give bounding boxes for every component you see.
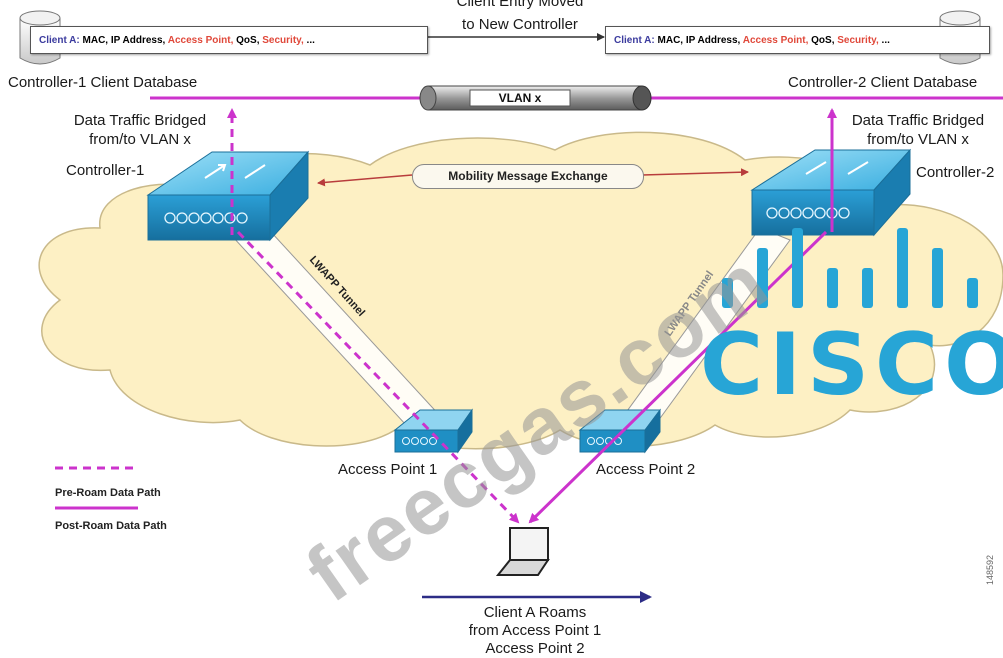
figure-id: 148592 — [985, 554, 995, 585]
post-roam-path — [528, 230, 828, 524]
legend-pre-roam-label: Pre-Roam Data Path — [55, 487, 161, 499]
vlan-pipe — [419, 85, 652, 111]
db-ellipsis: ... — [881, 35, 890, 46]
roam-caption-line3: Access Point 2 — [485, 640, 585, 657]
db-access-point: Access Point, — [742, 35, 809, 46]
db-fields: MAC, IP Address, — [82, 35, 166, 46]
bridged-left-line2: from/to VLAN x — [89, 131, 191, 148]
bridged-right-line1: Data Traffic Bridged — [851, 112, 985, 129]
db-ellipsis: ... — [306, 35, 315, 46]
vlan-label: VLAN x — [498, 91, 542, 105]
mobility-exchange-label: Mobility Message Exchange — [412, 164, 644, 189]
controller2-db-entry: Client A: MAC, IP Address, Access Point,… — [605, 26, 990, 54]
db-qos: QoS, — [236, 35, 260, 46]
bridged-right-line2: from/to VLAN x — [867, 131, 969, 148]
controller1-label: Controller-1 — [66, 162, 145, 179]
access-point-icon — [393, 408, 473, 454]
db-access-point: Access Point, — [167, 35, 234, 46]
roam-caption-line1: Client A Roams — [483, 604, 587, 621]
controller-switch-icon — [146, 150, 310, 242]
db-client: Client A: — [614, 35, 655, 46]
db-security: Security, — [262, 35, 304, 46]
db-security: Security, — [837, 35, 879, 46]
bridged-left-line1: Data Traffic Bridged — [73, 112, 207, 129]
cisco-logo-bars — [722, 228, 978, 308]
roam-caption-line2: from Access Point 1 — [468, 622, 602, 639]
db-fields: MAC, IP Address, — [657, 35, 741, 46]
db-qos: QoS, — [811, 35, 835, 46]
cisco-logo-text: CISCO — [700, 315, 1003, 415]
mobility-arrow-right — [641, 168, 749, 177]
legend-post-roam-label: Post-Roam Data Path — [55, 520, 167, 532]
db-client: Client A: — [39, 35, 80, 46]
laptop-icon — [495, 527, 550, 576]
controller2-db-title: Controller-2 Client Database — [788, 74, 978, 91]
controller1-db-title: Controller-1 Client Database — [8, 74, 198, 91]
access-point-2-label: Access Point 2 — [596, 461, 696, 478]
controller2-label: Controller-2 — [916, 164, 995, 181]
access-point-1-label: Access Point 1 — [338, 461, 438, 478]
pre-roam-path — [236, 230, 520, 524]
to-new-controller-label: to New Controller — [462, 16, 578, 33]
entry-moved-label: Client Entry Moved — [456, 0, 584, 10]
controller1-db-entry: Client A: MAC, IP Address, Access Point,… — [30, 26, 428, 54]
mobility-arrow-left — [317, 174, 413, 187]
